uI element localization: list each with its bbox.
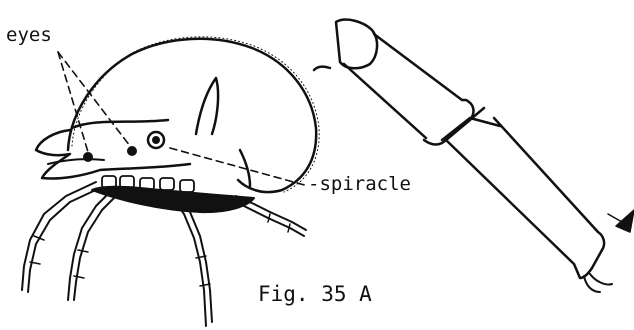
leg-1	[22, 182, 100, 292]
shell-spine	[196, 78, 218, 134]
spiracle-label: -spiracle	[308, 173, 411, 195]
leg-femur	[344, 34, 462, 138]
stigma-center	[153, 137, 159, 143]
eyes-leader-right	[58, 52, 130, 146]
leg-joints	[30, 214, 290, 286]
eye-right	[128, 147, 136, 155]
mite-body	[36, 37, 319, 212]
leg-tip	[574, 232, 604, 278]
head-outline	[36, 130, 190, 179]
leg-detail	[314, 20, 612, 292]
arrowhead-icon	[608, 210, 634, 232]
leg-notch	[314, 67, 330, 70]
carapace-ridge	[72, 120, 168, 128]
leg-tibia	[442, 108, 500, 140]
leg-2	[68, 186, 122, 300]
leg-tarsus	[446, 118, 598, 264]
eyes-label: eyes	[6, 24, 52, 46]
leg-segment-1	[336, 20, 377, 69]
figure-caption: Fig. 35 A	[258, 282, 372, 306]
leg-claws	[584, 274, 612, 292]
eye-left	[84, 153, 92, 161]
